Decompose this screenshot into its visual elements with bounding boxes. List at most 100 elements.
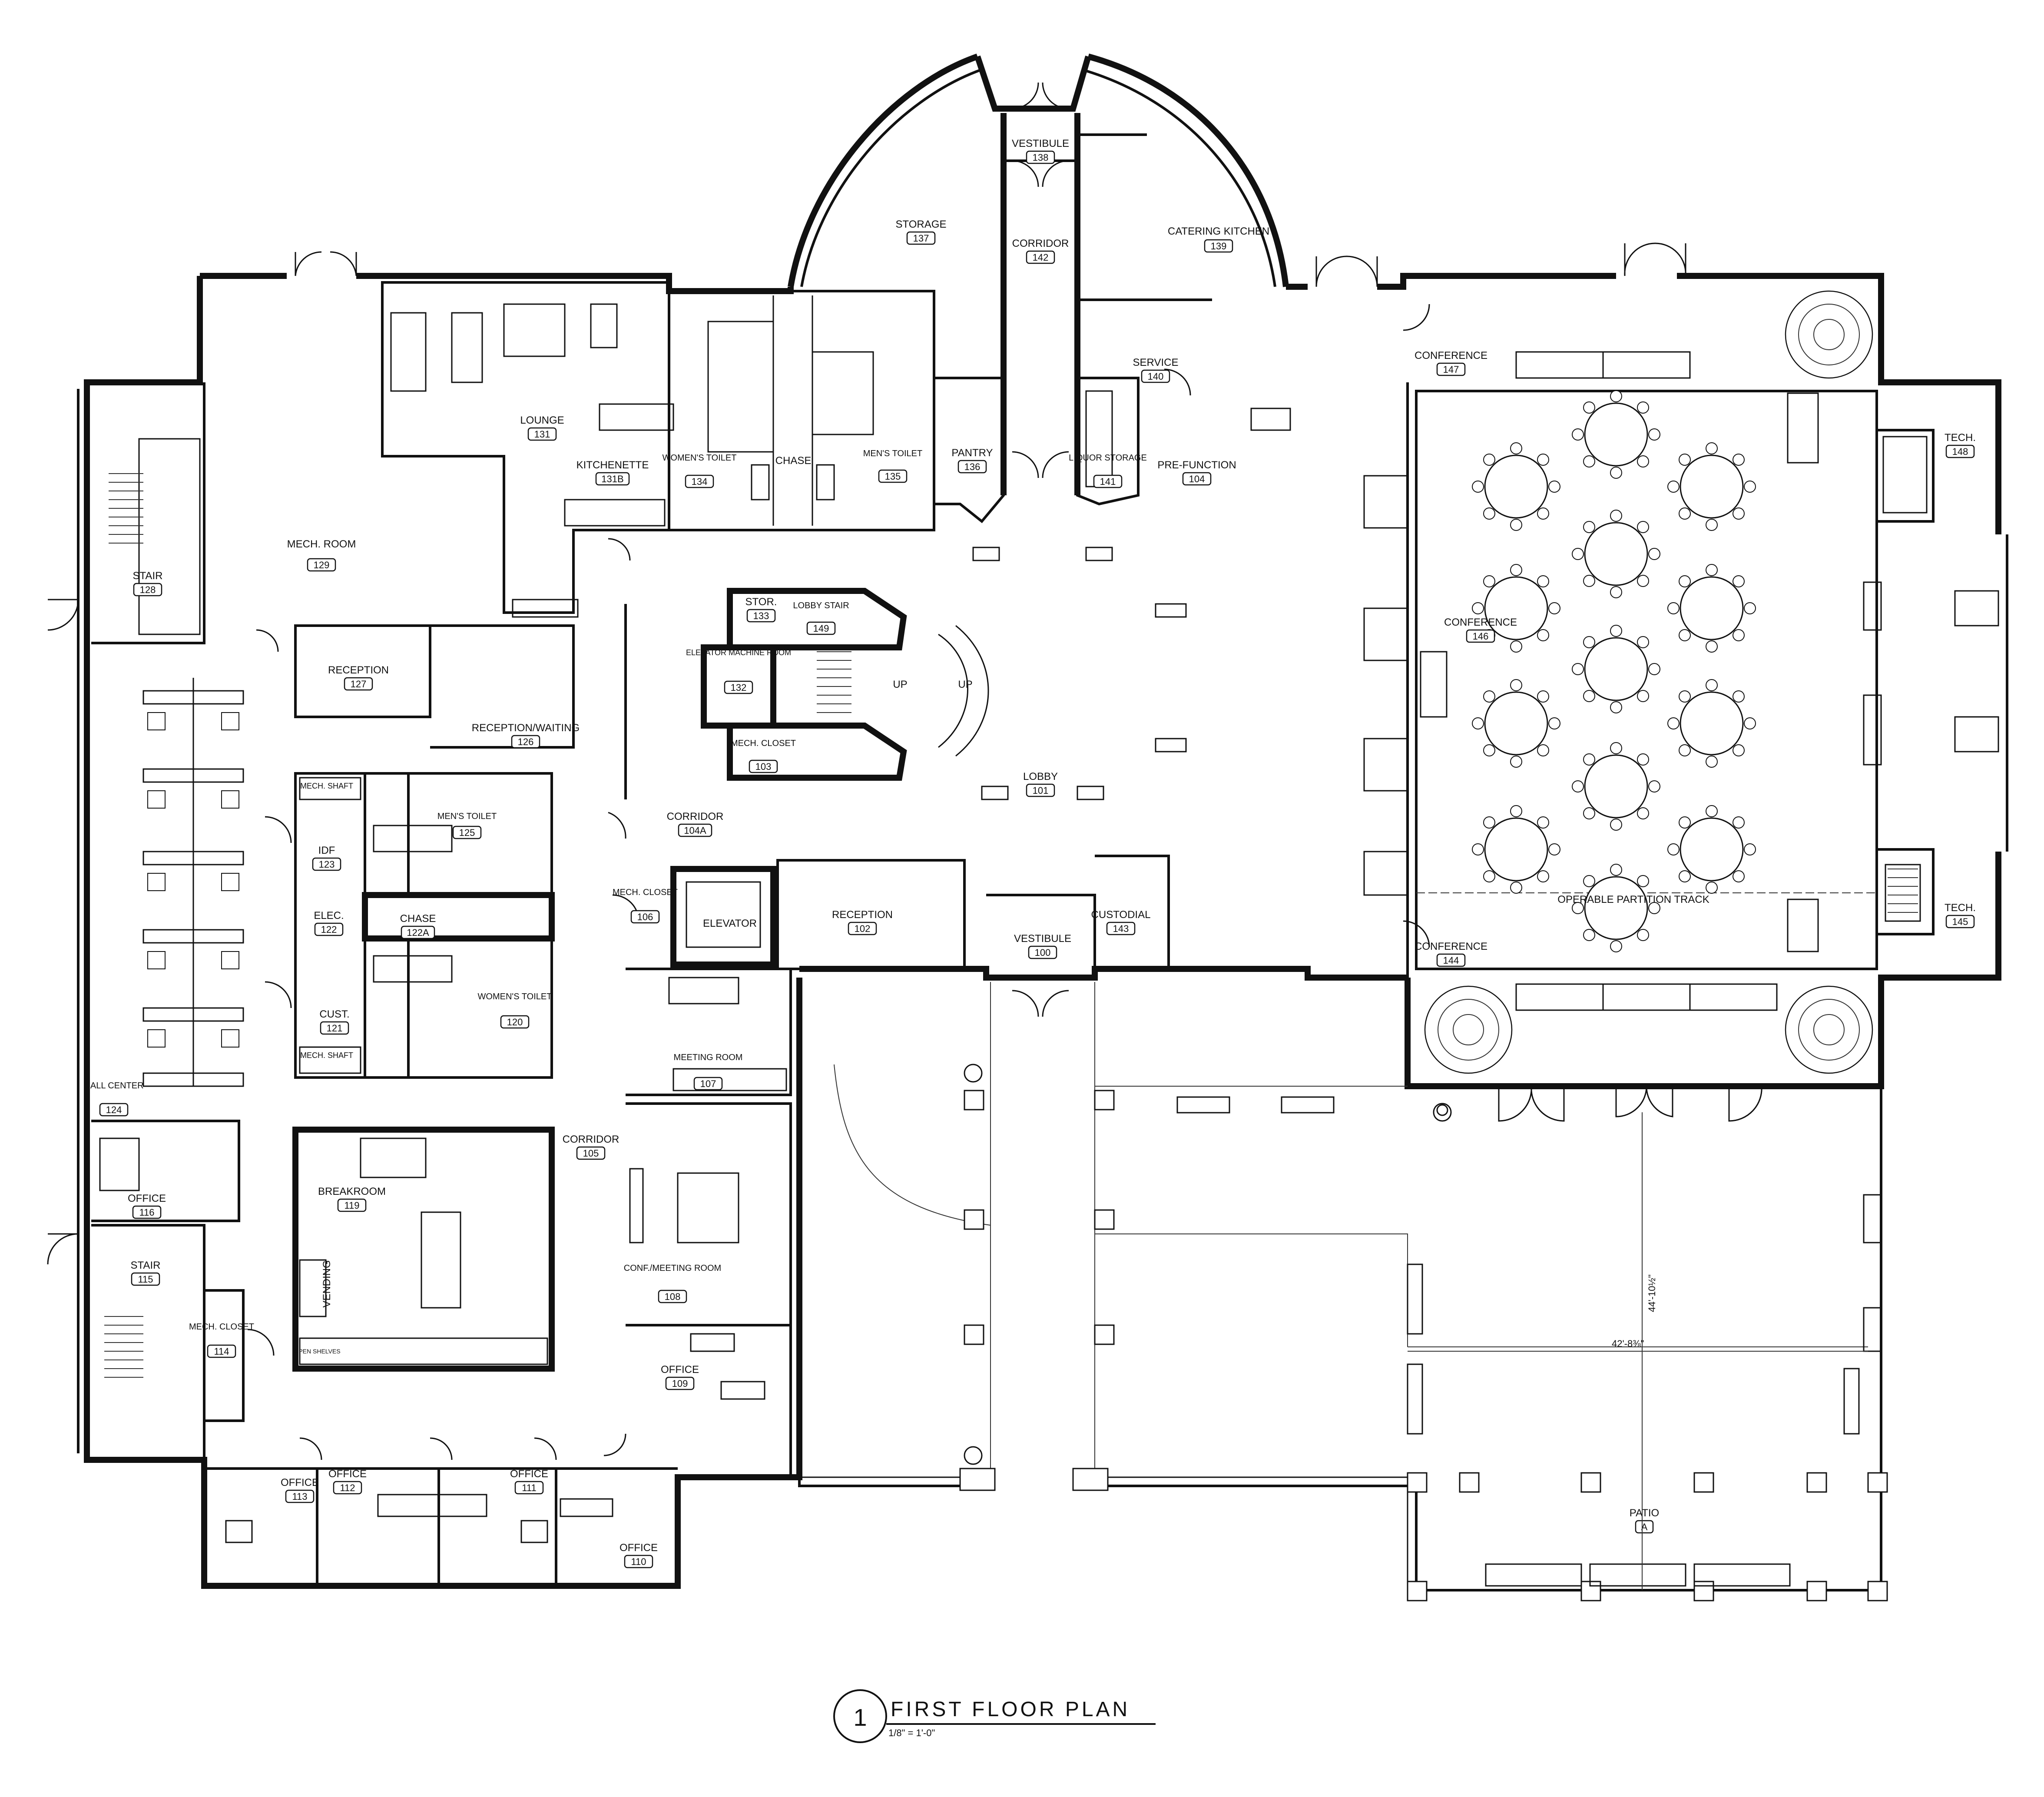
room-number: 131B: [601, 474, 623, 484]
room-name: CUSTODIAL: [1091, 909, 1151, 921]
room-name: WOMEN'S TOILET: [478, 992, 552, 1001]
room-name: OFFICE: [281, 1477, 319, 1489]
room-name: LOUNGE: [520, 414, 564, 426]
room-number: 101: [1033, 785, 1049, 796]
operable-partition-label: OPERABLE PARTITION TRACK: [1557, 894, 1709, 905]
room-name: CATERING KITCHEN: [1168, 225, 1269, 237]
stair-up-label: UP: [893, 679, 907, 690]
workstations: [142, 678, 244, 1087]
room-name: CONF./MEETING ROOM: [624, 1263, 721, 1273]
room-number: 114: [214, 1346, 229, 1357]
room-name: VESTIBULE: [1014, 933, 1071, 945]
stair-up-label: UP: [958, 679, 972, 690]
room-number: 126: [518, 736, 534, 747]
drawing-scale: 1/8" = 1'-0": [888, 1727, 935, 1738]
room-number: 132: [731, 682, 747, 693]
drawing-title: FIRST FLOOR PLAN: [891, 1698, 1130, 1721]
room-name: CONFERENCE: [1415, 941, 1487, 952]
room-name: MECH. ROOM: [287, 538, 356, 550]
room-name: VESTIBULE: [1012, 138, 1069, 149]
room-name: TECH.: [1945, 432, 1976, 444]
left-wing: [91, 624, 792, 1586]
room-number: 108: [665, 1291, 681, 1302]
room-name: ELEVATOR MACHINE ROOM: [686, 648, 791, 657]
room-name: LOBBY STAIR: [793, 601, 849, 610]
room-name: ELEVATOR: [703, 918, 757, 929]
tree-icon: [1785, 290, 1873, 379]
room-name: RECEPTION/WAITING: [472, 722, 580, 734]
room-number: 120: [507, 1017, 523, 1028]
room-number: 149: [813, 623, 829, 634]
vending-label: VENDING: [321, 1260, 333, 1307]
room-number: 123: [319, 859, 335, 870]
room-name: MECH. CLOSET: [731, 739, 796, 748]
room-number: 137: [913, 233, 929, 244]
room-number: 136: [964, 461, 981, 472]
patio-columns: [959, 1064, 1888, 1601]
room-number: 107: [700, 1078, 716, 1089]
room-number: 144: [1443, 955, 1459, 966]
room-name: STAIR: [133, 570, 163, 582]
room-name: WOMEN'S TOILET: [663, 453, 737, 463]
room-name: STORAGE: [896, 219, 947, 230]
room-labels: VESTIBULE 138 STORAGE 137 CORRIDOR 142 C…: [84, 138, 1976, 1568]
vertical-dimension: 44'-10½": [1646, 1274, 1657, 1312]
room-name: SERVICE: [1133, 357, 1179, 368]
room-number: 139: [1211, 241, 1227, 252]
room-number: 138: [1033, 152, 1049, 163]
dimension-lines: 44'-10½" 42'-8⅜": [1408, 1112, 1868, 1590]
room-number: 145: [1952, 916, 1968, 927]
room-number: 104: [1189, 474, 1205, 484]
room-name: RECEPTION: [328, 664, 389, 676]
room-number: 140: [1148, 371, 1164, 382]
tree-icon: [1785, 985, 1873, 1074]
room-name: LOBBY: [1023, 771, 1058, 782]
room-number: 141: [1100, 476, 1116, 487]
room-number: 127: [351, 679, 367, 690]
room-name: LIQUOR STORAGE: [1069, 453, 1147, 463]
room-name: MECH. CLOSET: [613, 888, 678, 897]
open-shelves-label: OPEN SHELVES: [294, 1348, 340, 1355]
room-name: MEETING ROOM: [674, 1053, 743, 1062]
room-number: 100: [1035, 947, 1051, 958]
room-number: 147: [1443, 364, 1459, 375]
room-number: 146: [1473, 631, 1489, 642]
room-name: PRE-FUNCTION: [1157, 459, 1236, 471]
room-number: 122: [321, 924, 337, 935]
room-number: 121: [327, 1023, 343, 1034]
room-number: 104A: [684, 825, 706, 836]
room-number: 109: [672, 1378, 688, 1389]
round-table-group: [1472, 390, 1756, 952]
room-number: 112: [340, 1482, 355, 1493]
room-number: 131: [534, 429, 550, 440]
room-name: IDF: [318, 845, 335, 856]
room-number: A: [1641, 1522, 1648, 1532]
drawing-number: 1: [853, 1704, 867, 1731]
tree-icon: [1424, 985, 1513, 1074]
stair-treads: [109, 473, 143, 544]
room-number: 115: [138, 1274, 153, 1285]
room-name: MECH. SHAFT: [300, 782, 353, 790]
room-name: MEN'S TOILET: [437, 812, 497, 821]
room-number: 148: [1952, 446, 1968, 457]
room-name: ELEC.: [314, 910, 344, 922]
room-number: 102: [855, 923, 871, 934]
room-number: 116: [139, 1207, 154, 1218]
room-number: 129: [314, 560, 330, 570]
room-number: 124: [106, 1104, 122, 1115]
room-number: 143: [1113, 923, 1129, 934]
patio-structure: [798, 978, 1888, 1601]
room-number: 103: [755, 761, 772, 772]
annotations: UP UP OPERABLE PARTITION TRACK VENDING O…: [294, 679, 1709, 1355]
room-number: 110: [631, 1556, 646, 1567]
room-number: 122A: [407, 927, 429, 938]
room-name: TECH.: [1945, 902, 1976, 914]
room-name: MECH. SHAFT: [300, 1051, 353, 1060]
room-number: 135: [885, 471, 901, 482]
center-core: [91, 113, 1291, 970]
room-name: CORRIDOR: [1012, 238, 1069, 249]
room-name: OFFICE: [661, 1364, 699, 1376]
room-name: CUST.: [319, 1008, 349, 1020]
room-number: 113: [292, 1491, 307, 1502]
room-number: 111: [522, 1482, 536, 1493]
